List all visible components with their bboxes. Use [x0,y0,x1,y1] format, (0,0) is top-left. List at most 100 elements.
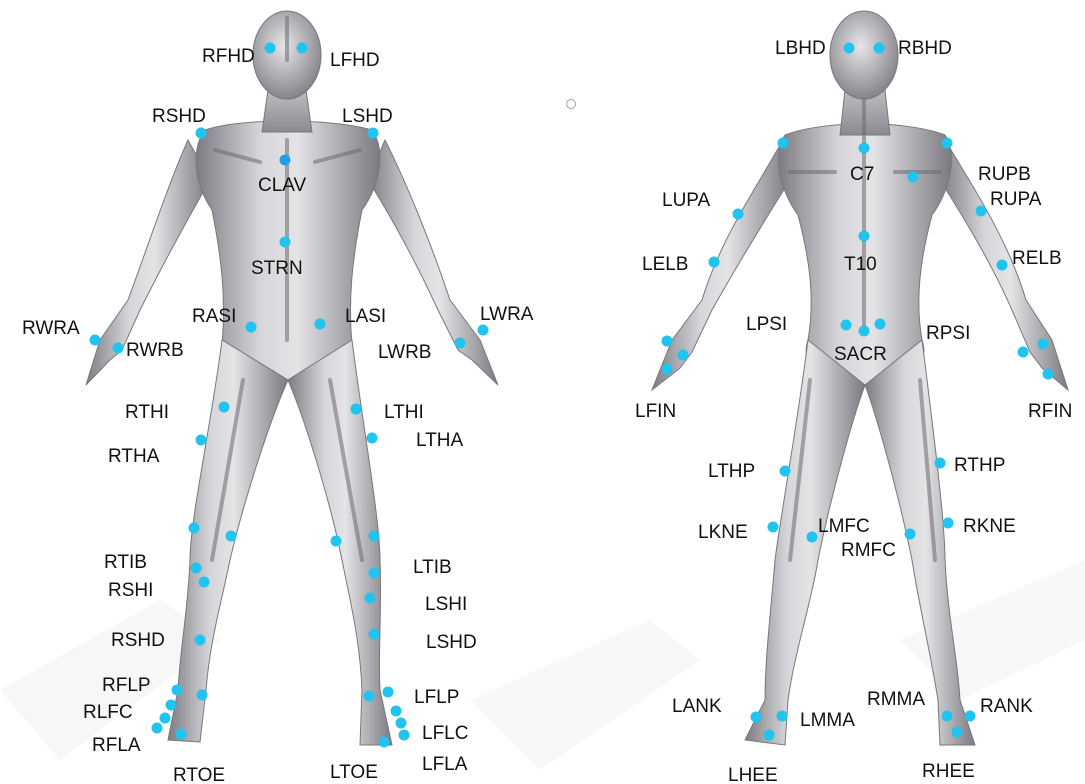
label-lfin: LFIN [635,401,676,422]
marker-rfhd [265,43,276,54]
marker-lflc-2 [396,718,407,729]
marker-c7 [859,143,870,154]
marker-lfhd [297,43,308,54]
label-rtha: RTHA [108,446,160,467]
label-lbhd: LBHD [775,38,826,59]
label-rasi: RASI [192,306,236,327]
marker-lwrist-back-b [678,350,689,361]
marker-ltib [369,568,380,579]
marker-rpsi [875,319,886,330]
marker-lthp [780,466,791,477]
marker-lupa [733,209,744,220]
label-lmfc: LMFC [818,516,870,537]
marker-lfla [399,730,410,741]
label-lelb: LELB [642,254,688,275]
marker-lshi [365,593,376,604]
label-rmma: RMMA [867,689,925,710]
label-rfin: RFIN [1028,401,1072,422]
label-rtib: RTIB [104,552,147,573]
marker-lthi [351,404,362,415]
marker-lpsi [841,320,852,331]
marker-rshoulder-back [942,138,953,149]
label-rflp: RFLP [102,675,151,696]
label-lasi: LASI [345,306,386,327]
marker-rflp [172,685,183,696]
label-lpsi: LPSI [746,314,787,335]
marker-rtib [191,563,202,574]
marker-t10 [859,231,870,242]
label-ltoe: LTOE [330,762,378,783]
label-lupa: LUPA [662,190,711,211]
label-rpsi: RPSI [926,323,970,344]
cursor-ring [567,100,576,109]
marker-lshd-shank [369,629,380,640]
label-rshd-shoulder: RSHD [152,106,206,127]
label-clav: CLAV [258,175,307,196]
label-lflp: LFLP [414,687,459,708]
label-rtoe: RTOE [173,765,225,784]
marker-lflp-2 [383,687,394,698]
label-t10: T10 [844,254,877,275]
label-rwrb: RWRB [126,340,184,361]
label-rhee: RHEE [922,761,975,782]
marker-clav [280,155,291,166]
label-lwrb: LWRB [378,342,431,363]
label-ltha: LTHA [416,430,463,451]
marker-rkne [943,518,954,529]
marker-rmfc [905,529,916,540]
marker-rwrb [113,343,124,354]
label-rbhd: RBHD [898,38,952,59]
label-rkne: RKNE [963,516,1016,537]
marker-lkne-lat [369,531,380,542]
label-lkne: LKNE [698,522,748,543]
label-rmfc: RMFC [841,540,896,561]
label-lthp: LTHP [708,461,755,482]
marker-rhee [952,727,963,738]
label-rfla: RFLA [92,735,141,756]
marker-rthi [219,402,230,413]
marker-rshd-shoulder [196,128,207,139]
label-lank: LANK [672,696,722,717]
label-lshd-shank: LSHD [426,632,477,653]
label-sacr: SACR [834,344,887,365]
label-c7: C7 [850,164,874,185]
label-lshi: LSHI [425,594,467,615]
label-rthi: RTHI [125,402,169,423]
marker-rkne-lat [189,523,200,534]
marker-rwrist-back-a [1038,339,1049,350]
label-rshi: RSHI [108,580,153,601]
marker-rthp [935,458,946,469]
marker-rwra [90,335,101,346]
label-lhee: LHEE [728,765,778,784]
label-lfhd: LFHD [330,50,380,71]
label-rank: RANK [980,696,1033,717]
marker-lasi [315,319,326,330]
label-rwra: RWRA [22,318,80,339]
label-rupa: RUPA [990,189,1042,210]
label-rthp: RTHP [954,455,1005,476]
label-lshd: LSHD [342,106,393,127]
label-ltib: LTIB [413,557,452,578]
marker-strn [280,237,291,248]
marker-rtoe [176,729,187,740]
marker-rfin [1043,369,1054,380]
label-rshd-shank: RSHD [111,630,165,651]
marker-rupb [908,172,919,183]
label-lmma: LMMA [800,710,855,731]
label-lwra: LWRA [480,304,534,325]
marker-lelb [709,257,720,268]
label-strn: STRN [251,258,303,279]
marker-rbhd [874,43,885,54]
marker-lhee [764,730,775,741]
marker-lfin [662,364,673,375]
marker-lkne-med [331,536,342,547]
label-lflc: LFLC [422,723,468,744]
marker-rlfc [166,700,177,711]
marker-rflp-2 [197,690,208,701]
marker-lwrist-back-a [662,336,673,347]
marker-relb [997,260,1008,271]
marker-rtha [196,435,207,446]
marker-ltoe [379,737,390,748]
marker-rwrist-back-b [1018,347,1029,358]
